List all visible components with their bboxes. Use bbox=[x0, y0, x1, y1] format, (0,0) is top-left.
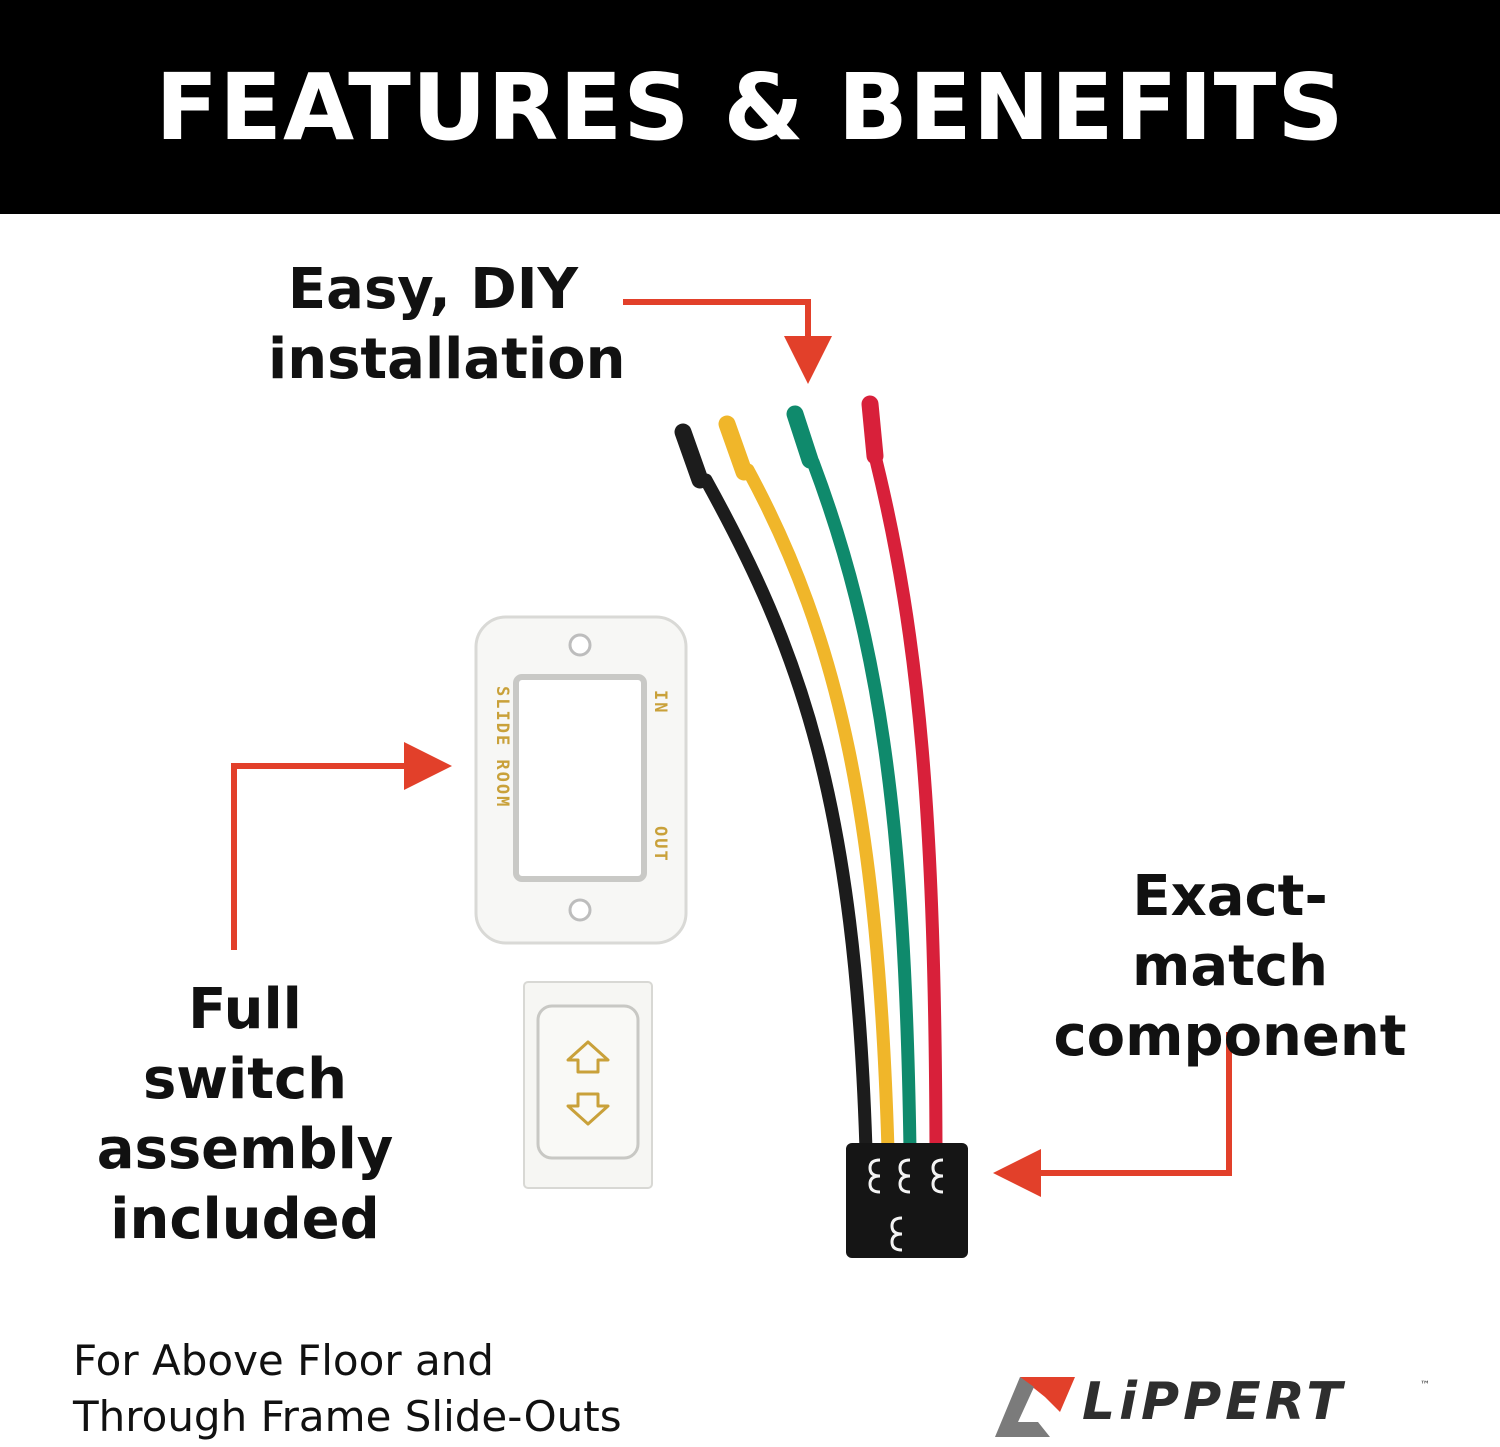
black-wire bbox=[699, 473, 873, 1157]
rocker-switch bbox=[523, 981, 653, 1189]
plate-right-top-label: IN bbox=[650, 690, 670, 714]
brand-logo: LiPPERT ™ bbox=[990, 1372, 1440, 1447]
lippert-mark-icon bbox=[995, 1377, 1075, 1437]
green-wire bbox=[806, 455, 917, 1157]
plate-left-label: SLIDE ROOM bbox=[492, 686, 512, 808]
yellow-wire bbox=[741, 463, 895, 1157]
arrow-exact-match bbox=[993, 1032, 1232, 1197]
arrow-down-icon bbox=[566, 1092, 610, 1126]
page-title: FEATURES & BENEFITS bbox=[155, 53, 1345, 161]
switch-opening bbox=[513, 674, 647, 882]
footnote: For Above Floor and Through Frame Slide-… bbox=[73, 1336, 622, 1441]
arrow-full-switch bbox=[231, 742, 452, 950]
screw-hole-top bbox=[568, 633, 592, 657]
switch-faceplate: SLIDE ROOM IN OUT bbox=[474, 615, 688, 945]
arrow-diy bbox=[623, 299, 832, 384]
callout-full-switch-assembly: Full switch assembly included bbox=[96, 977, 394, 1252]
screw-hole-bottom bbox=[568, 898, 592, 922]
header-banner: FEATURES & BENEFITS bbox=[0, 0, 1500, 214]
plate-right-bottom-label: OUT bbox=[650, 826, 670, 863]
arrow-up-icon bbox=[566, 1040, 610, 1074]
wire-harness bbox=[674, 395, 968, 1258]
wire-connector bbox=[846, 1143, 968, 1258]
trademark-symbol: ™ bbox=[1420, 1380, 1430, 1391]
callout-exact-match: Exact-match component bbox=[1053, 864, 1407, 1069]
red-wire bbox=[869, 453, 943, 1157]
callout-diy-installation: Easy, DIY installation bbox=[268, 257, 626, 392]
brand-name: LiPPERT bbox=[1082, 1372, 1346, 1432]
